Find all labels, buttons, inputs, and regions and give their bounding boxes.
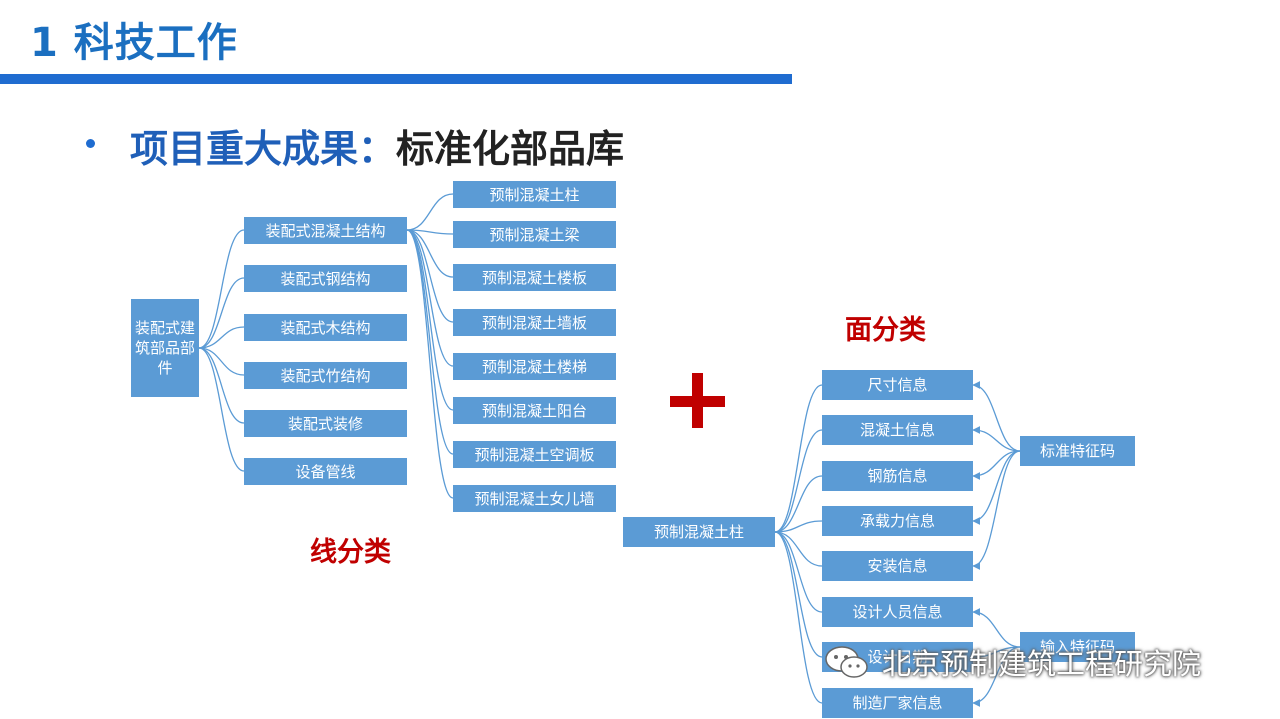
- level1-node-equipment-pipeline: 设备管线: [244, 458, 407, 485]
- watermark-text: 北京预制建筑工程研究院: [882, 647, 1202, 681]
- input-code-link-1: [972, 646, 1021, 661]
- standard-code-link-0: [972, 381, 1021, 452]
- level1-to-level2-link-5: [406, 229, 454, 411]
- page-title: 1 科技工作: [30, 20, 238, 66]
- level2-node-floor-slab: 预制混凝土楼板: [453, 264, 616, 291]
- input-code-link-0: [972, 608, 1021, 648]
- bullet-dot: [86, 139, 95, 148]
- attribute-node-installation: 安装信息: [822, 551, 973, 581]
- face-root-to-attribute-link-6: [774, 531, 823, 658]
- subtitle-lead: 项目重大成果：: [130, 127, 397, 171]
- level2-node-parapet: 预制混凝土女儿墙: [453, 485, 616, 512]
- level1-node-precast-structure: 装配式混凝土结构: [244, 217, 407, 244]
- root-to-level1-link-0: [198, 229, 245, 349]
- standard-code-link-3: [972, 450, 1021, 525]
- standard-code-node: 标准特征码: [1020, 436, 1135, 466]
- standard-code-link-2: [972, 450, 1021, 480]
- level1-to-level2-link-3: [406, 229, 454, 323]
- input-code-link-2: [972, 646, 1021, 707]
- root-to-level1-link-4: [198, 347, 245, 424]
- root-to-level1-link-1: [198, 277, 245, 349]
- face-root-to-attribute-link-7: [774, 531, 823, 704]
- face-root-node: 预制混凝土柱: [623, 517, 775, 547]
- attribute-node-bearing-capacity: 承载力信息: [822, 506, 973, 536]
- line-root-node: 装配式建筑部品部件: [131, 299, 199, 397]
- level2-node-wall-panel: 预制混凝土墙板: [453, 309, 616, 336]
- face-root-to-attribute-link-0: [774, 384, 823, 533]
- wechat-icon: [825, 646, 868, 678]
- level1-node-bamboo-structure: 装配式竹结构: [244, 362, 407, 389]
- root-to-level1-link-5: [198, 347, 245, 472]
- title-underline-bar: [0, 74, 792, 84]
- level1-to-level2-link-1: [406, 229, 454, 235]
- level1-to-level2-link-6: [406, 229, 454, 455]
- level1-to-level2-link-4: [406, 229, 454, 367]
- input-code-node: 输入特征码: [1020, 632, 1135, 662]
- level2-node-beam: 预制混凝土梁: [453, 221, 616, 248]
- level2-node-column: 预制混凝土柱: [453, 181, 616, 208]
- level1-to-level2-link-0: [406, 193, 454, 231]
- line-classification-label: 线分类: [310, 537, 391, 568]
- level2-node-ac-panel: 预制混凝土空调板: [453, 441, 616, 468]
- attribute-node-rebar: 钢筋信息: [822, 461, 973, 491]
- level1-to-level2-link-2: [406, 229, 454, 278]
- plus-sign-vertical: [692, 373, 703, 428]
- level2-node-stair: 预制混凝土楼梯: [453, 353, 616, 380]
- attribute-node-designer: 设计人员信息: [822, 597, 973, 627]
- level1-node-steel-structure: 装配式钢结构: [244, 265, 407, 292]
- standard-code-link-4: [972, 450, 1021, 570]
- face-root-to-attribute-link-5: [774, 531, 823, 613]
- face-root-to-attribute-link-1: [774, 429, 823, 533]
- level1-to-level2-link-7: [406, 229, 454, 499]
- face-root-to-attribute-link-3: [774, 520, 823, 533]
- subtitle: 项目重大成果：标准化部品库: [130, 118, 624, 173]
- level1-node-timber-structure: 装配式木结构: [244, 314, 407, 341]
- attribute-node-manufacturer: 制造厂家信息: [822, 688, 973, 718]
- level2-node-balcony: 预制混凝土阳台: [453, 397, 616, 424]
- root-to-level1-link-3: [198, 347, 245, 376]
- attribute-node-concrete: 混凝土信息: [822, 415, 973, 445]
- root-to-level1-link-2: [198, 326, 245, 349]
- level1-node-decoration: 装配式装修: [244, 410, 407, 437]
- attribute-node-size: 尺寸信息: [822, 370, 973, 400]
- standard-code-link-1: [972, 426, 1021, 452]
- face-classification-label: 面分类: [845, 315, 926, 346]
- face-root-to-attribute-link-2: [774, 475, 823, 533]
- subtitle-emphasis: 标准化部品库: [396, 127, 625, 171]
- watermark: 北京预制建筑工程研究院: [822, 640, 1201, 684]
- face-root-to-attribute-link-4: [774, 531, 823, 567]
